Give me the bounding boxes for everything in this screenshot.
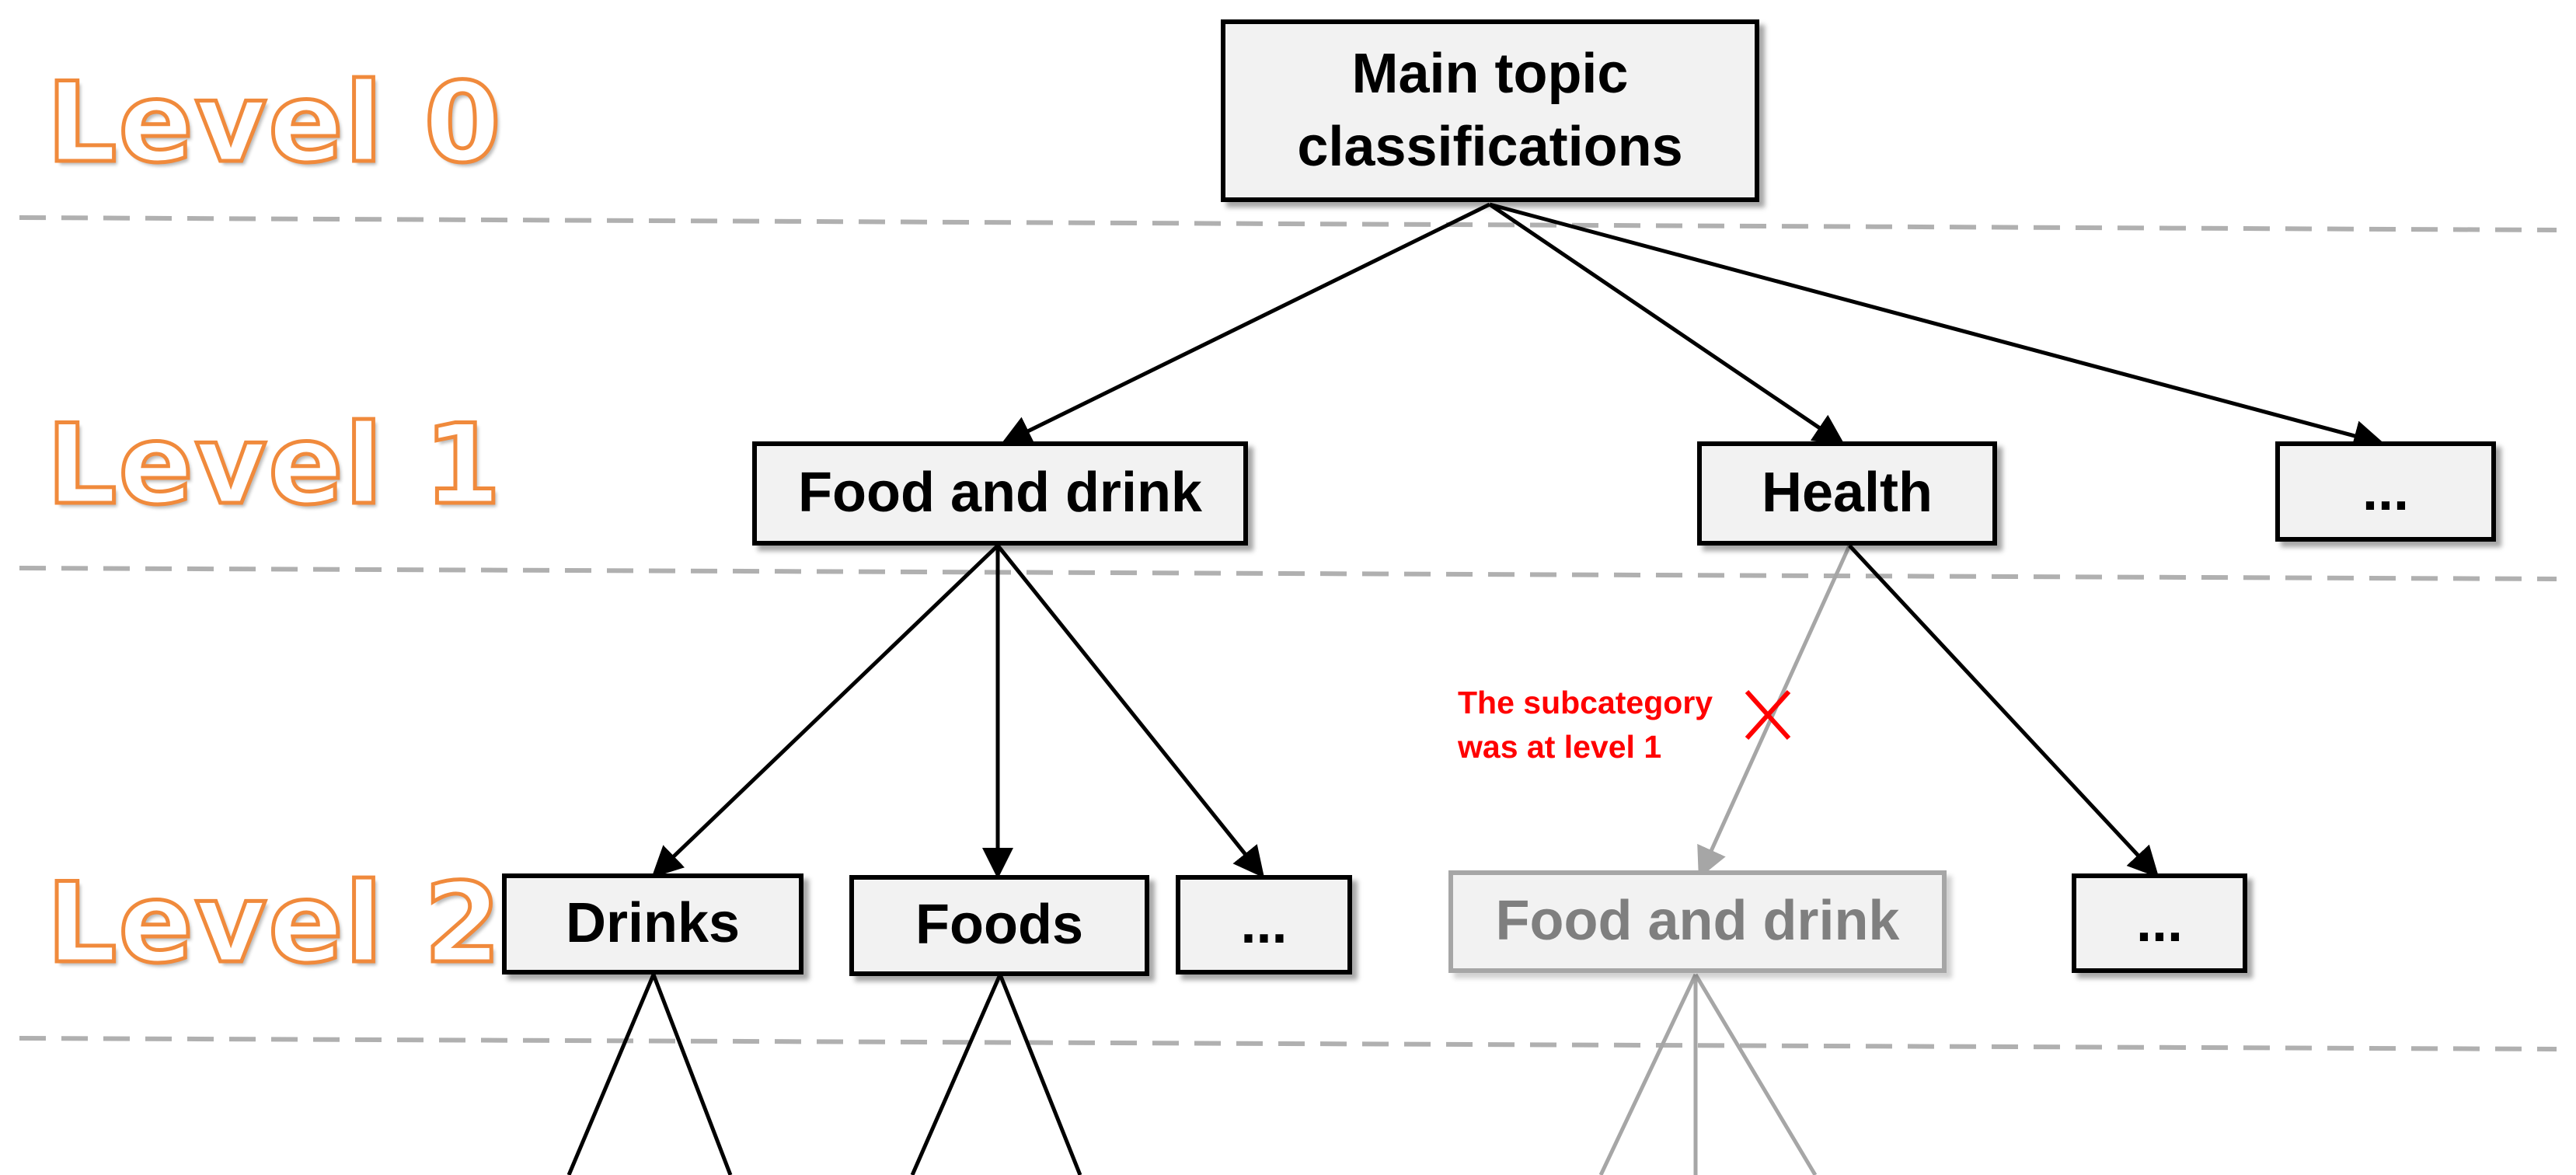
node-label: ... [2135,891,2183,954]
level-label-1: Level 1 [45,401,504,529]
edge-dup-child-left [1598,973,1698,1175]
level-label-2: Level 2 [45,859,504,988]
node-label: Foods [915,894,1083,957]
node-food-and-drink-duplicate: Food and drink [1448,870,1947,973]
node-label: Health [1761,462,1933,525]
subcategory-note: The subcategory was at level 1 [1458,685,1713,765]
node-label: ... [1240,893,1288,956]
edge-dup-child-right [1693,973,1818,1175]
node-label: Food and drink [1495,890,1900,953]
edge-health-more [1848,544,2159,878]
edge-food-more [996,544,1265,878]
edge-foods-child-right [998,974,1082,1175]
edge-foods-child-left [910,973,1002,1175]
edge-root-health [1488,202,1846,445]
node-drinks: Drinks [502,873,803,975]
node-level1-more: ... [2275,441,2496,542]
node-label: Drinks [565,892,741,955]
cross-mark-icon [1745,689,1791,741]
edge-root-food-and-drink [1000,202,1491,445]
node-label: Food and drink [798,462,1202,525]
node-food-more: ... [1176,875,1352,975]
node-foods: Foods [849,875,1149,976]
node-health: Health [1697,441,1997,546]
separator-line-1 [19,566,2557,581]
separator-line-0 [19,215,2557,232]
node-health-more: ... [2072,873,2247,973]
edge-drinks-child-right [651,974,733,1175]
separator-line-2 [19,1036,2557,1051]
node-main-topic-classifications: Main topic classifications [1221,19,1759,202]
node-label: ... [2362,459,2409,522]
edge-food-drinks [651,544,999,878]
edge-root-level1-more [1489,202,2385,452]
level-label-0: Level 0 [45,59,504,187]
node-food-and-drink: Food and drink [752,441,1248,546]
node-label: Main topic classifications [1297,42,1683,178]
edge-drinks-child-left [566,974,656,1175]
